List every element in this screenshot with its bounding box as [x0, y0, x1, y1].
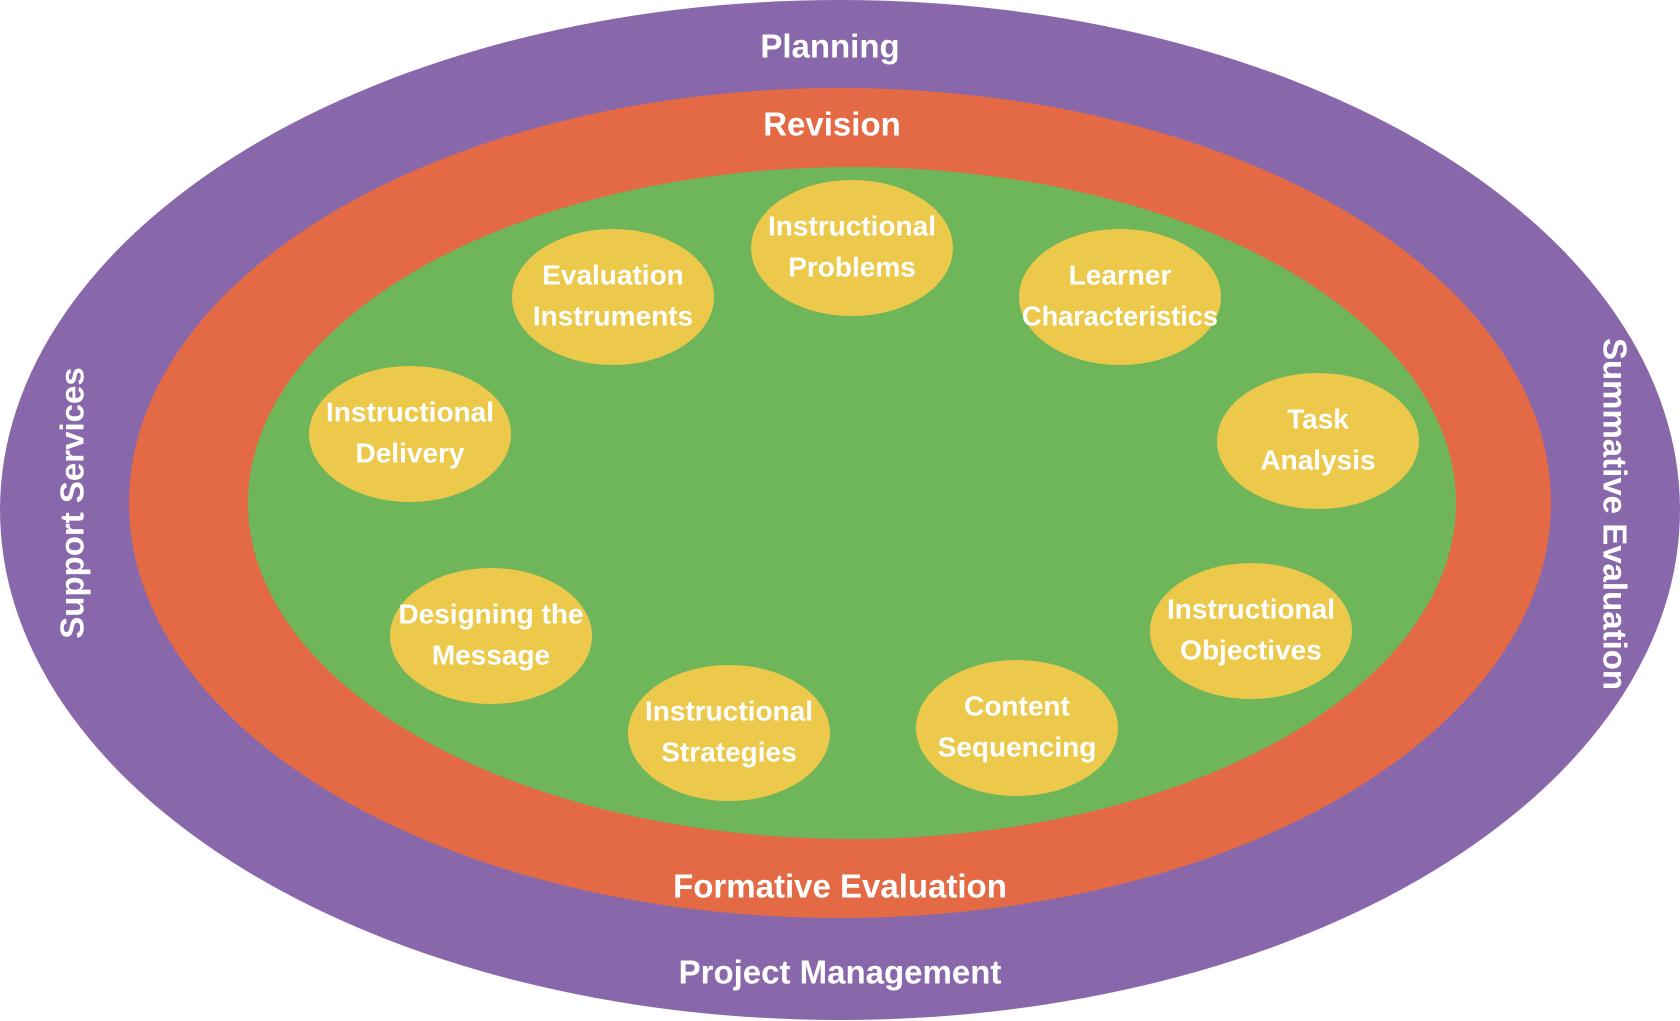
process-node-label-line2: Message	[432, 639, 550, 670]
process-node-label-line2: Instruments	[533, 300, 693, 331]
outer-ring-label-right: Summative Evaluation	[1596, 338, 1633, 690]
process-node-label-line1: Instructional	[645, 695, 813, 726]
process-node-label-line2: Analysis	[1260, 444, 1375, 475]
process-node-label-line1: Task	[1287, 403, 1349, 434]
process-node-label-line2: Delivery	[356, 437, 465, 468]
process-node-bubble	[1217, 373, 1419, 509]
process-node-label-line1: Content	[964, 690, 1070, 721]
process-node-bubble	[309, 366, 511, 502]
process-node-label-line2: Sequencing	[938, 731, 1097, 762]
outer-ring-label-left: Support Services	[54, 367, 91, 638]
process-node-bubble	[390, 568, 592, 704]
outer-ring-label-bottom: Project Management	[679, 954, 1002, 991]
process-node-label-line1: Instructional	[768, 210, 936, 241]
process-node-label-line1: Learner	[1069, 259, 1172, 290]
outer-ring-label-top: Planning	[760, 28, 899, 65]
process-node-bubble	[916, 660, 1118, 796]
process-node-label-line2: Problems	[788, 251, 916, 282]
process-node-bubble	[751, 180, 953, 316]
middle-ring-label-top: Revision	[763, 106, 901, 143]
process-node-label-line2: Characteristics	[1022, 300, 1218, 331]
process-node-bubble	[1150, 563, 1352, 699]
middle-ring-label-bottom: Formative Evaluation	[673, 868, 1007, 905]
process-node-label-line2: Strategies	[661, 736, 796, 767]
process-node-bubble	[628, 665, 830, 801]
process-node-bubble	[512, 229, 714, 365]
process-node-label-line1: Instructional	[326, 396, 494, 427]
process-node-label-line2: Objectives	[1180, 634, 1322, 665]
process-node-label-line1: Evaluation	[542, 259, 684, 290]
process-node-bubble	[1019, 229, 1221, 365]
process-node-label-line1: Instructional	[1167, 593, 1335, 624]
process-node-label-line1: Designing the	[398, 598, 583, 629]
